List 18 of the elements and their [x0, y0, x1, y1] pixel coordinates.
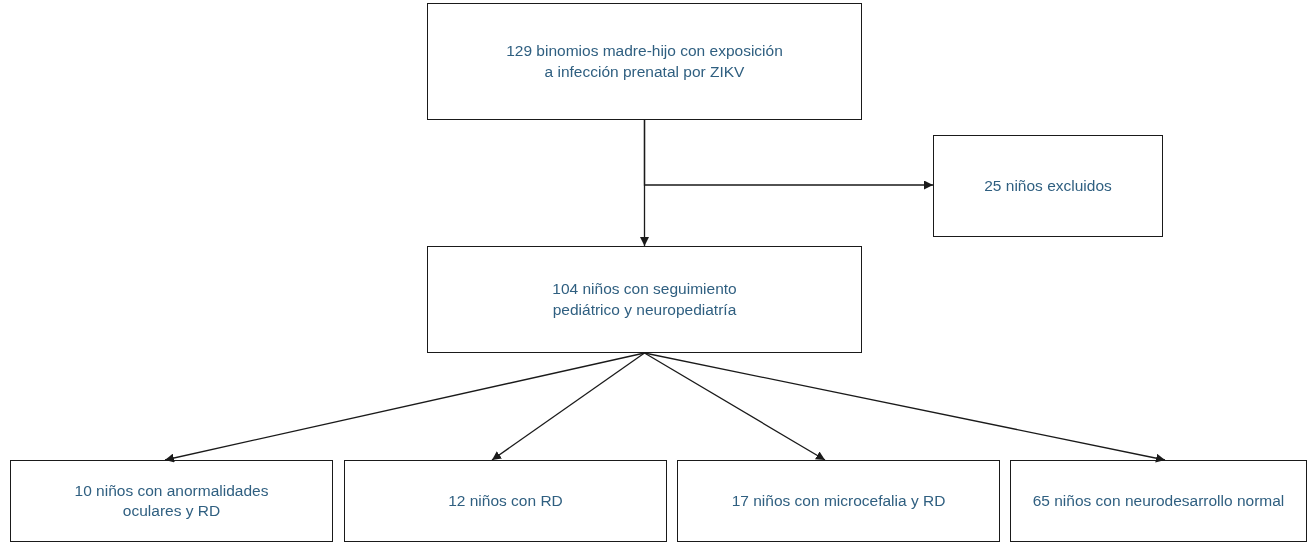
arrow — [491, 352, 646, 461]
process-box — [677, 460, 1000, 542]
process-box — [1010, 460, 1307, 542]
box-text: 25 niños excluidos — [984, 175, 1112, 196]
arrow — [643, 352, 826, 461]
box-text: 17 niños con microcefalia y RD — [731, 490, 946, 511]
box-text: 10 niños con anormalidades oculares y RD — [73, 480, 270, 521]
arrow — [643, 352, 1166, 463]
process-box — [427, 3, 862, 120]
arrow — [643, 119, 934, 190]
process-box — [10, 460, 333, 542]
box-text: 129 binomios madre-hijo con exposición a infección prenatal por ZIKV — [505, 41, 784, 82]
process-box — [933, 135, 1163, 237]
box-text: 104 niños con seguimiento pediátrico y neuropediatría — [551, 279, 738, 320]
process-box — [427, 246, 862, 353]
process-box — [344, 460, 667, 542]
box-text: 65 niños con neurodesarrollo normal — [1032, 490, 1285, 511]
box-text: 12 niños con RD — [448, 490, 563, 511]
